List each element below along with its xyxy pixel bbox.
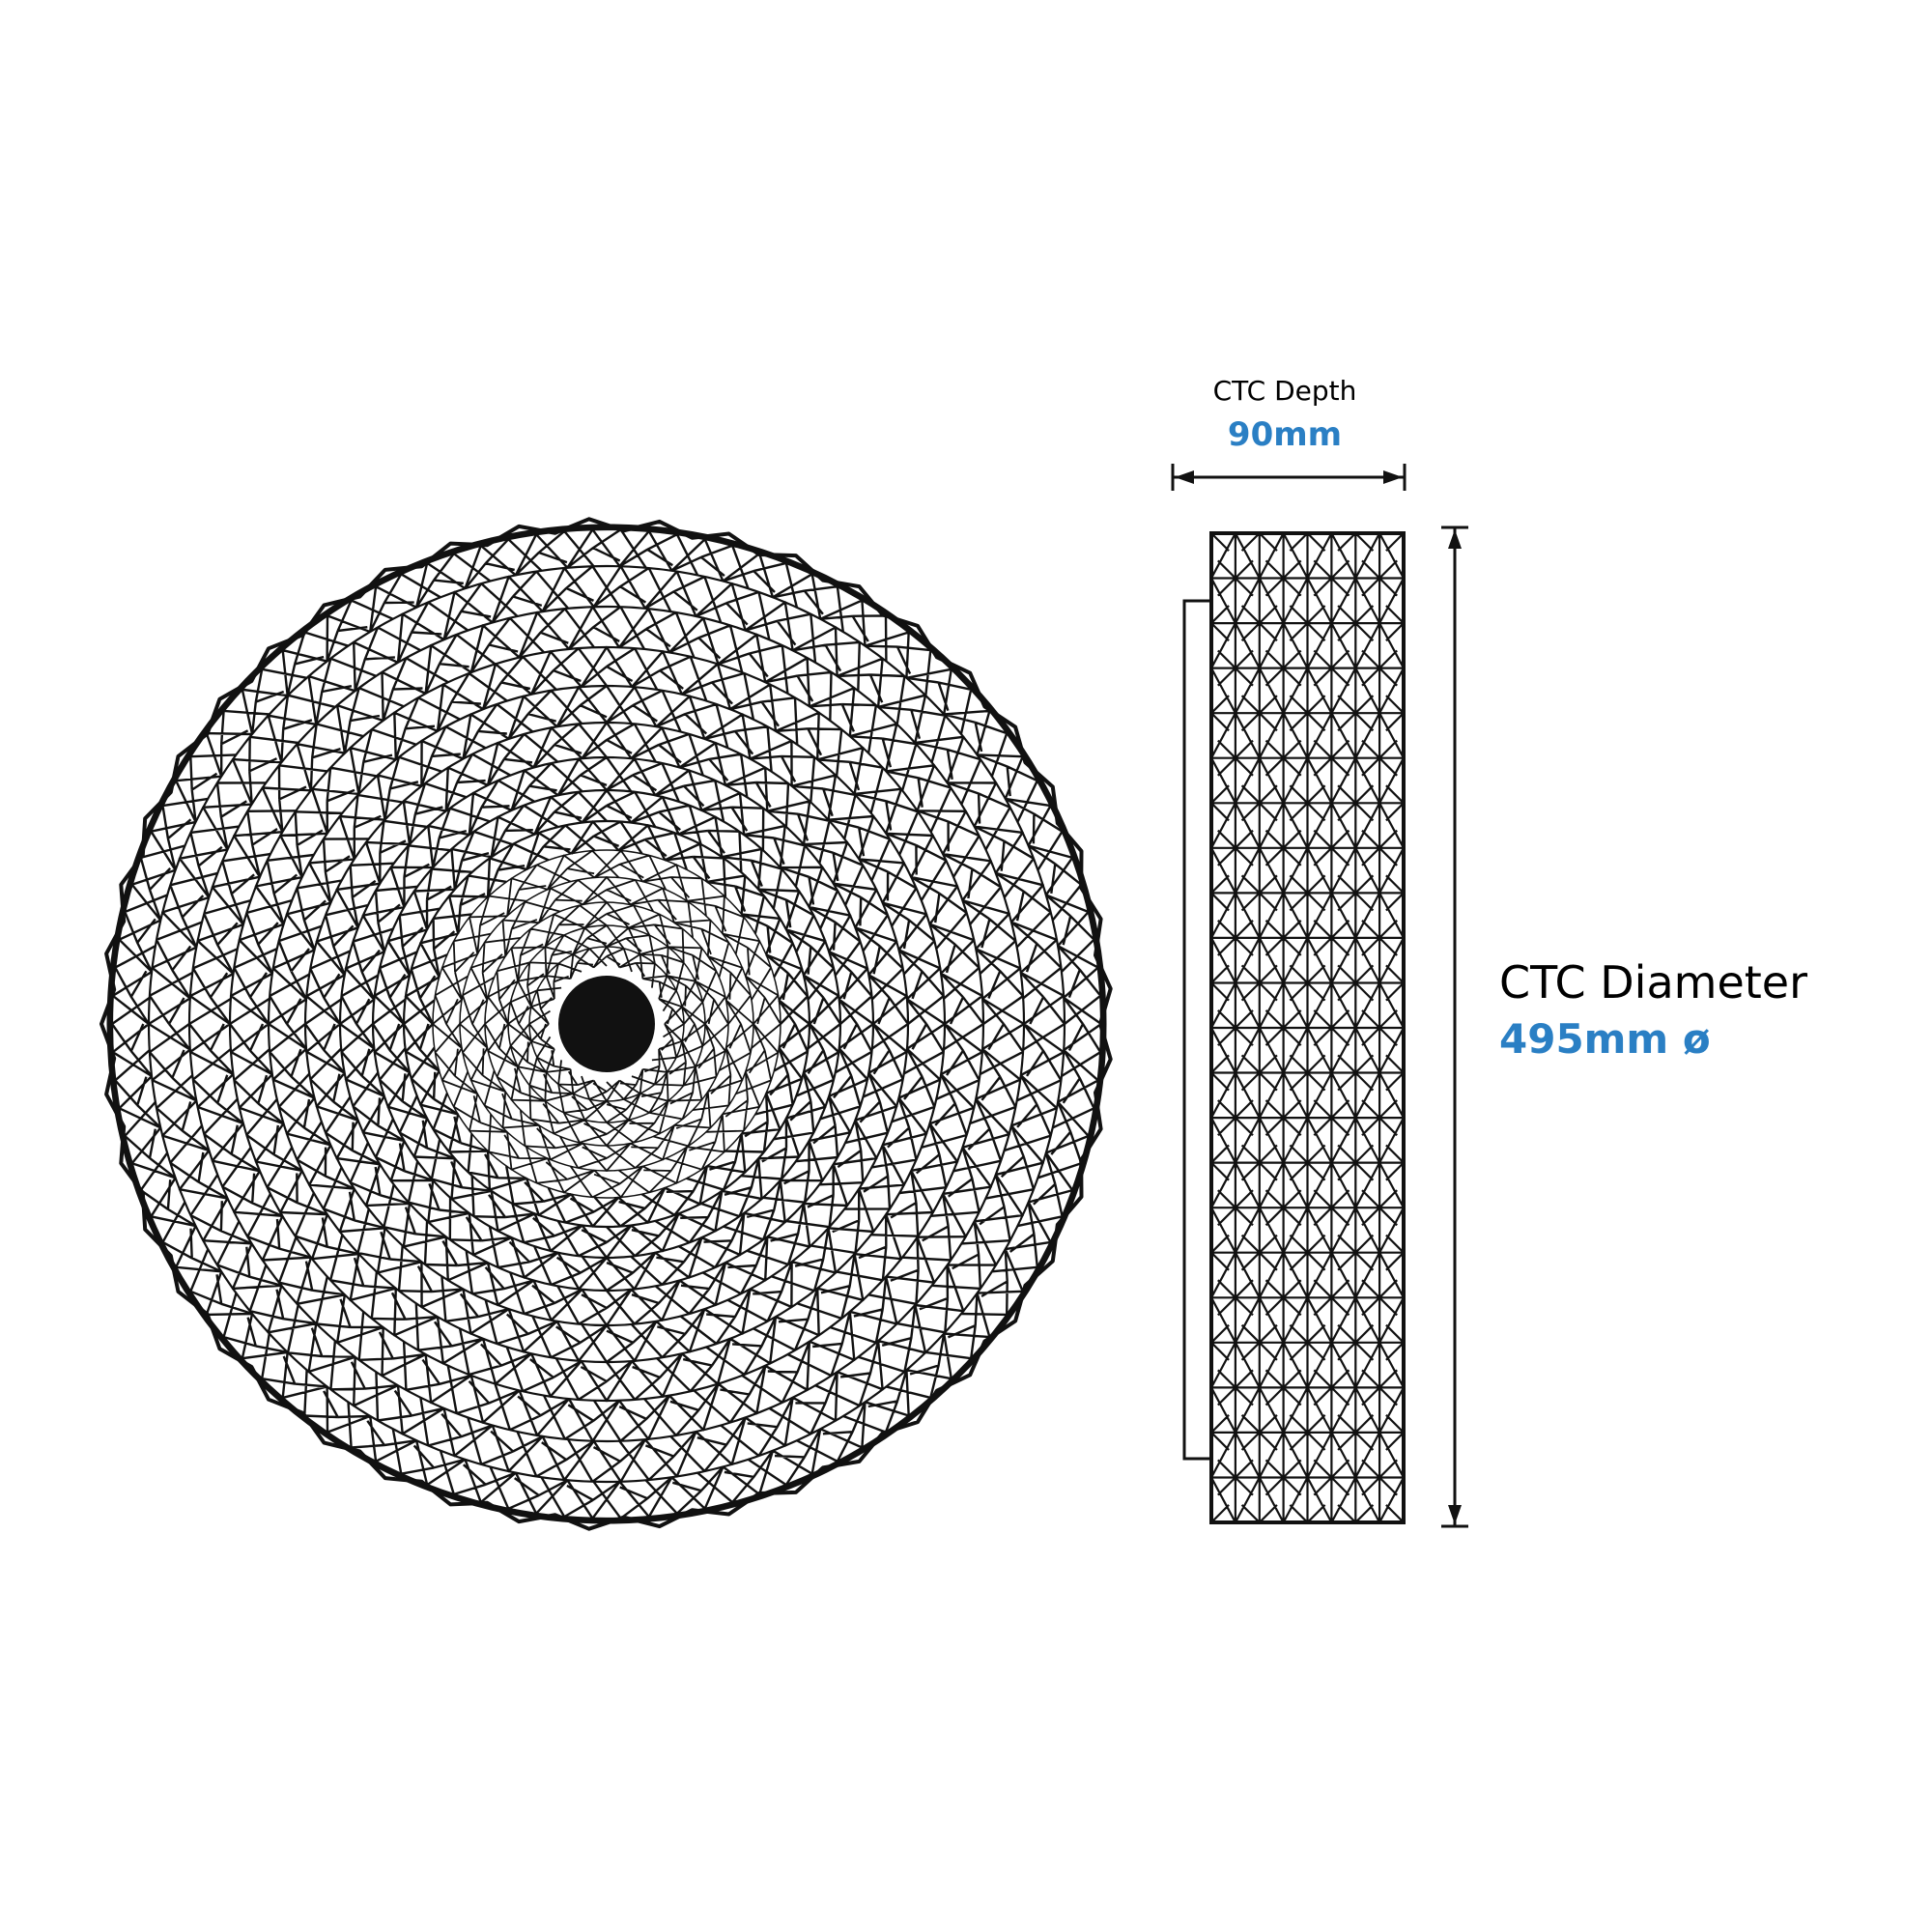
side-faceted-mesh [1211,533,1404,1522]
diameter-label: CTC Diameter [1499,956,1808,1009]
depth-arrowhead-right [1383,470,1403,484]
depth-dimension-line [1171,464,1406,491]
front-view-lampshade [99,517,1113,1531]
diameter-arrowhead-top [1448,529,1462,549]
front-center-core [558,976,655,1072]
front-outer-rim [106,524,1107,1524]
side-band-outline [1209,531,1406,1524]
side-backplate [1182,599,1213,1461]
side-view-lampshade [1182,531,1406,1524]
diameter-dimension-line [1441,526,1468,1528]
depth-label: CTC Depth [1212,375,1357,407]
depth-arrowhead-left [1175,470,1194,484]
front-faceted-mesh [99,517,1113,1531]
diameter-value: 495mm ø [1499,1015,1711,1063]
depth-value: 90mm [1227,415,1343,454]
diameter-arrowhead-bottom [1448,1505,1462,1524]
